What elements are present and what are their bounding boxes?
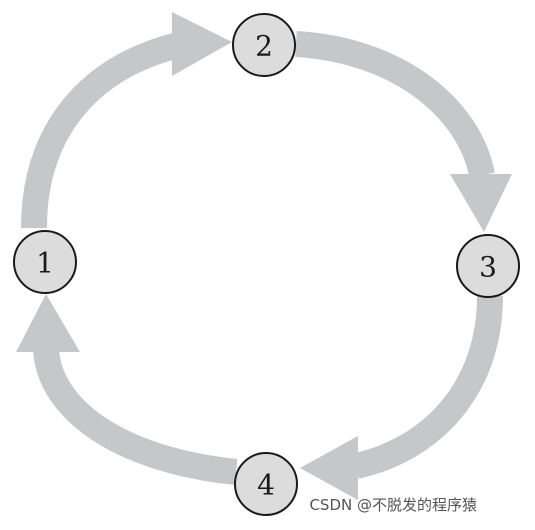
arrow-4-to-1-head <box>16 294 80 352</box>
arrow-1-to-2-head <box>172 12 232 76</box>
node-4: 4 <box>234 452 298 516</box>
arrow-3-to-4-band <box>352 295 503 479</box>
arrow-2-to-3 <box>295 31 512 232</box>
node-1-label: 1 <box>36 247 54 280</box>
arrow-2-to-3-band <box>295 31 495 178</box>
node-2-label: 2 <box>255 30 273 63</box>
node-1-circle <box>13 230 77 294</box>
arrow-4-to-1-band <box>33 348 238 485</box>
watermark-text: CSDN @不脱发的程序猿 <box>309 496 477 514</box>
node-2-circle <box>232 13 296 77</box>
node-2: 2 <box>232 13 296 77</box>
node-3-label: 3 <box>479 251 497 284</box>
node-4-circle <box>234 452 298 516</box>
arrow-1-to-2-band <box>21 32 182 229</box>
arrow-3-to-4-head <box>300 436 358 500</box>
arrow-2-to-3-head <box>450 174 512 232</box>
node-4-label: 4 <box>257 469 275 502</box>
arrow-4-to-1 <box>16 294 238 485</box>
node-3-circle <box>456 234 520 298</box>
node-1: 1 <box>13 230 77 294</box>
arrow-1-to-2 <box>21 12 232 229</box>
arrow-3-to-4 <box>300 295 503 500</box>
node-3: 3 <box>456 234 520 298</box>
